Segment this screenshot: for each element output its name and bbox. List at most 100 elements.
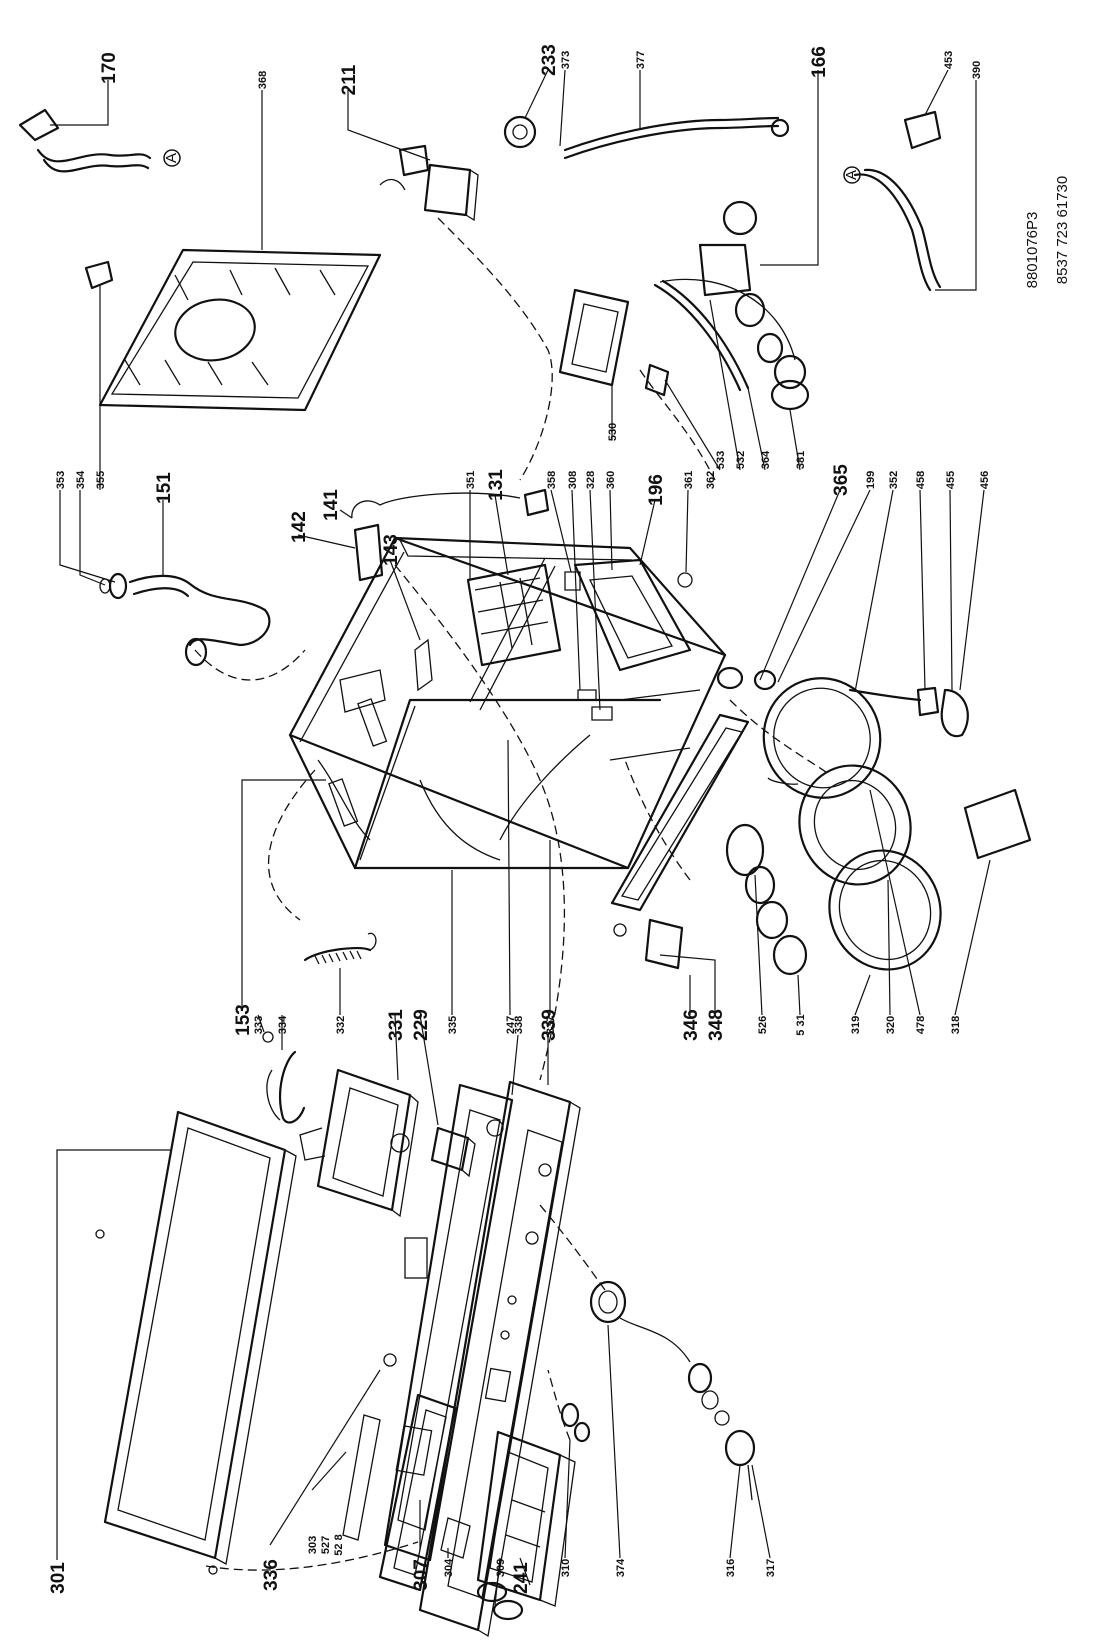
part-filter-cover — [963, 788, 1032, 860]
part-label-337: 337 — [545, 1016, 557, 1034]
part-number: 170 — [99, 52, 120, 84]
part-number: 333 — [253, 1016, 265, 1034]
part-number: 381 — [795, 451, 807, 469]
svg-text:8537 723 61730: 8537 723 61730 — [1054, 176, 1071, 284]
part-number: 211 — [339, 64, 360, 95]
part-number: 332 — [335, 1016, 347, 1034]
part-program-knob — [589, 1280, 756, 1501]
part-number: 308 — [567, 471, 579, 489]
part-label-351: 351 — [465, 471, 477, 489]
part-number: 360 — [605, 471, 617, 489]
part-number: 352 — [888, 471, 900, 489]
part-label-170: 170 — [99, 52, 120, 84]
part-number: 153 — [233, 1004, 254, 1036]
doc-code-main: 8537 723 61730 — [1054, 176, 1071, 284]
part-number: 316 — [725, 1559, 737, 1577]
part-number: 320 — [885, 1016, 897, 1034]
svg-text:8801076P3: 8801076P3 — [1024, 212, 1041, 289]
part-label-526: 526 — [757, 1016, 769, 1034]
part-number: 377 — [635, 51, 647, 69]
part-label-354: 354 — [75, 470, 87, 489]
part-drain-pump — [659, 200, 807, 390]
part-label-362: 362 — [705, 471, 717, 489]
part-label-352: 352 — [888, 471, 900, 489]
part-number: 151 — [154, 472, 175, 504]
part-label-453: 453 — [943, 51, 955, 69]
part-number: 141 — [321, 489, 342, 521]
part-sump-hose — [644, 279, 810, 411]
part-label-304: 304 — [443, 1558, 455, 1577]
part-dispenser-housing — [262, 1031, 419, 1218]
part-spring — [303, 932, 377, 965]
part-number: 455 — [945, 471, 957, 489]
part-label-319: 319 — [850, 1016, 862, 1034]
part-label-338: 338 — [513, 1016, 525, 1034]
part-number: 166 — [809, 46, 830, 78]
part-label-346: 346 — [681, 1009, 702, 1041]
part-label-390: 390 — [971, 61, 983, 79]
part-label-233: 233 — [539, 44, 560, 76]
connector-a-right: A — [843, 170, 860, 180]
part-number: 303 — [307, 1536, 319, 1554]
part-label-309: 309 — [495, 1559, 507, 1577]
part-number: 334 — [277, 1015, 289, 1034]
part-label-353: 353 — [55, 471, 67, 489]
part-number: 526 — [757, 1016, 769, 1034]
part-number: 229 — [411, 1009, 432, 1041]
part-label-310: 310 — [560, 1559, 572, 1577]
part-label-478: 478 — [915, 1016, 927, 1034]
part-label-142: 142 — [289, 511, 310, 543]
part-door-lock — [848, 686, 969, 738]
connector-markers: A A — [163, 149, 861, 184]
part-label-358: 358 — [546, 471, 558, 489]
part-pressure-switch — [379, 144, 479, 222]
svg-text:A: A — [843, 170, 860, 180]
part-inlet-hose — [99, 572, 271, 667]
part-label-328: 328 — [585, 471, 597, 489]
part-number: 353 — [55, 471, 67, 489]
part-label-365: 365 — [831, 464, 852, 496]
part-label-247: 247 — [505, 1016, 517, 1034]
part-number: 319 — [850, 1016, 862, 1034]
part-number: 338 — [513, 1016, 525, 1034]
part-door-hinge-set — [716, 666, 777, 691]
part-label-211: 211 — [339, 64, 360, 95]
part-label-355: 355 — [95, 471, 107, 489]
part-panel-frame — [383, 1083, 514, 1562]
part-label-348: 348 — [706, 1009, 727, 1041]
part-switch-229 — [430, 1126, 476, 1178]
part-label-307: 307 — [411, 1559, 432, 1591]
part-label-364: 364 — [760, 450, 772, 469]
part-number: 233 — [539, 44, 560, 76]
part-detergent-drawer-front — [342, 1353, 457, 1592]
part-number: 52 8 — [333, 1534, 345, 1555]
part-label-166: 166 — [809, 46, 830, 78]
part-number: 143 — [381, 534, 402, 566]
part-number: 336 — [261, 1559, 282, 1591]
part-drawer-inserts — [440, 1402, 591, 1621]
part-label-335: 335 — [447, 1016, 459, 1034]
part-number: 373 — [560, 51, 572, 69]
part-number: 142 — [289, 511, 310, 543]
part-label-141: 141 — [321, 489, 342, 521]
part-number: 458 — [915, 471, 927, 489]
part-label-317: 317 — [765, 1559, 777, 1577]
part-label-331: 331 — [386, 1009, 407, 1041]
part-label-318: 318 — [950, 1016, 962, 1034]
part-number: 346 — [681, 1009, 702, 1041]
part-number: 247 — [505, 1016, 517, 1034]
part-label-339: 339 — [539, 1009, 560, 1041]
part-label-528: 52 8 — [333, 1534, 345, 1555]
part-label-458: 458 — [915, 471, 927, 489]
part-label-527: 527 — [320, 1536, 332, 1554]
part-label-368: 368 — [257, 71, 269, 89]
part-clip-355 — [84, 260, 114, 290]
part-number: 318 — [950, 1016, 962, 1034]
part-label-153: 153 — [233, 1004, 254, 1036]
part-label-374: 374 — [615, 1558, 627, 1577]
part-top-cover — [95, 1110, 297, 1575]
leader-lines — [50, 69, 991, 1606]
part-number: 328 — [585, 471, 597, 489]
part-detergent-drawer — [476, 1430, 576, 1607]
